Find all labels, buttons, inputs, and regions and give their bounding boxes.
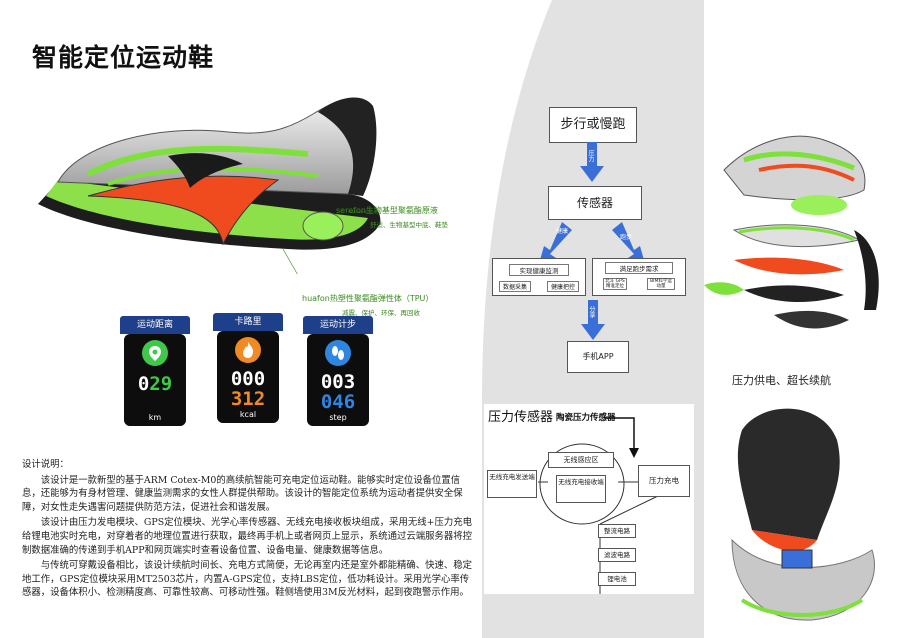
description-paragraph: 该设计由压力发电模块、GPS定位模块、光学心率传感器、无线充电接收板块组成，采用… <box>22 517 473 556</box>
page-title: 智能定位运动鞋 <box>32 43 215 72</box>
serefon-callout: serefon生物基型聚氨酯原液 <box>336 206 438 215</box>
arrow-label: 健康 <box>556 228 569 235</box>
design-description: 设计说明： 该设计是一款新型的基于ARM Cotex-M0的高续航智能可充电定位… <box>22 458 477 602</box>
pressure-charge-box: 压力充电 <box>638 465 690 497</box>
sensor-box: 传感器 <box>548 186 642 220</box>
health-item: 健康把控 <box>546 281 579 292</box>
health-item: 数据采集 <box>499 281 532 292</box>
flame-icon <box>235 337 261 363</box>
huafon-callout-sub: 减震、保护、环保、再回收 <box>342 309 420 317</box>
battery-box: 锂电池 <box>598 572 636 586</box>
app-box: 手机APP <box>567 341 629 373</box>
watch-steps: 运动计步 003 046 step <box>303 316 373 426</box>
arrow-down-icon <box>580 142 604 182</box>
description-paragraph: 与传统可穿戴设备相比，该设计续航时间长、充电方式简便，无论再室内还是室外都能精确… <box>22 560 473 599</box>
arrow-down-icon <box>581 300 605 340</box>
wireless-tx-box: 无线充电发送端 <box>487 470 537 498</box>
run-title: 满足跑步需求 <box>605 262 673 274</box>
exploded-shoe-illustration <box>704 135 879 329</box>
description-paragraph: 该设计是一款新型的基于ARM Cotex-M0的高续航智能可充电定位运动鞋。能够… <box>22 474 463 513</box>
watch-value-top: 000 <box>230 368 266 390</box>
branch-arrows-icon <box>540 222 644 260</box>
right-caption: 压力供电、超长续航 <box>732 374 831 387</box>
watch-header: 卡路里 <box>213 313 283 331</box>
watch-value-top: 003 <box>320 371 356 393</box>
watch-header: 运动距离 <box>120 316 190 334</box>
run-item: BIM科学运动量 <box>647 278 675 290</box>
serefon-callout-sub: 舒适、生物基型中底、鞋垫 <box>370 221 448 229</box>
rectifier-box: 整流电路 <box>598 524 636 538</box>
ceramic-label: 陶瓷压力传感器 <box>556 413 616 423</box>
flow-panel-curve <box>482 0 552 400</box>
watch-screen: 003 046 step <box>307 334 369 426</box>
watch-value-bottom: 046 <box>320 391 356 413</box>
arrow-label: 压力 <box>587 150 594 162</box>
watch-value: 029 <box>137 373 173 395</box>
health-title: 实现健康监测 <box>509 264 569 276</box>
shoe-illustration <box>38 97 381 274</box>
watch-calories: 卡路里 000 312 kcal <box>213 313 283 423</box>
description-heading: 设计说明： <box>22 459 69 470</box>
flow-start-box: 步行或慢跑 <box>549 107 637 143</box>
power-title: 压力传感器 <box>488 410 554 425</box>
filter-box: 滤波电路 <box>598 548 636 562</box>
watch-header: 运动计步 <box>303 316 373 334</box>
wireless-rx-box: 无线充电接收端 <box>556 475 606 503</box>
watch-screen: 029 km <box>124 334 186 426</box>
watch-value-bottom: 312 <box>230 388 266 410</box>
insole-illustration <box>731 408 875 621</box>
health-box: 实现健康监测 数据采集 健康把控 <box>492 258 586 296</box>
arrow-label: 跑步 <box>620 234 633 241</box>
run-item: 北斗 GPS 精准定位 <box>603 278 627 290</box>
location-pin-icon <box>142 340 168 366</box>
huafon-callout: huafon热塑性聚氨酯弹性体（TPU） <box>302 294 434 303</box>
watch-unit: km <box>148 413 162 422</box>
watch-screen: 000 312 kcal <box>217 331 279 423</box>
wireless-zone-box: 无线感应区 <box>548 452 614 468</box>
footprints-icon <box>325 340 351 366</box>
arrow-label: 分享 <box>588 306 595 318</box>
watch-unit: step <box>329 413 347 422</box>
watch-distance: 运动距离 029 km <box>120 316 190 426</box>
watch-unit: kcal <box>239 410 257 419</box>
run-box: 满足跑步需求 北斗 GPS 精准定位 BIM科学运动量 <box>592 258 686 296</box>
